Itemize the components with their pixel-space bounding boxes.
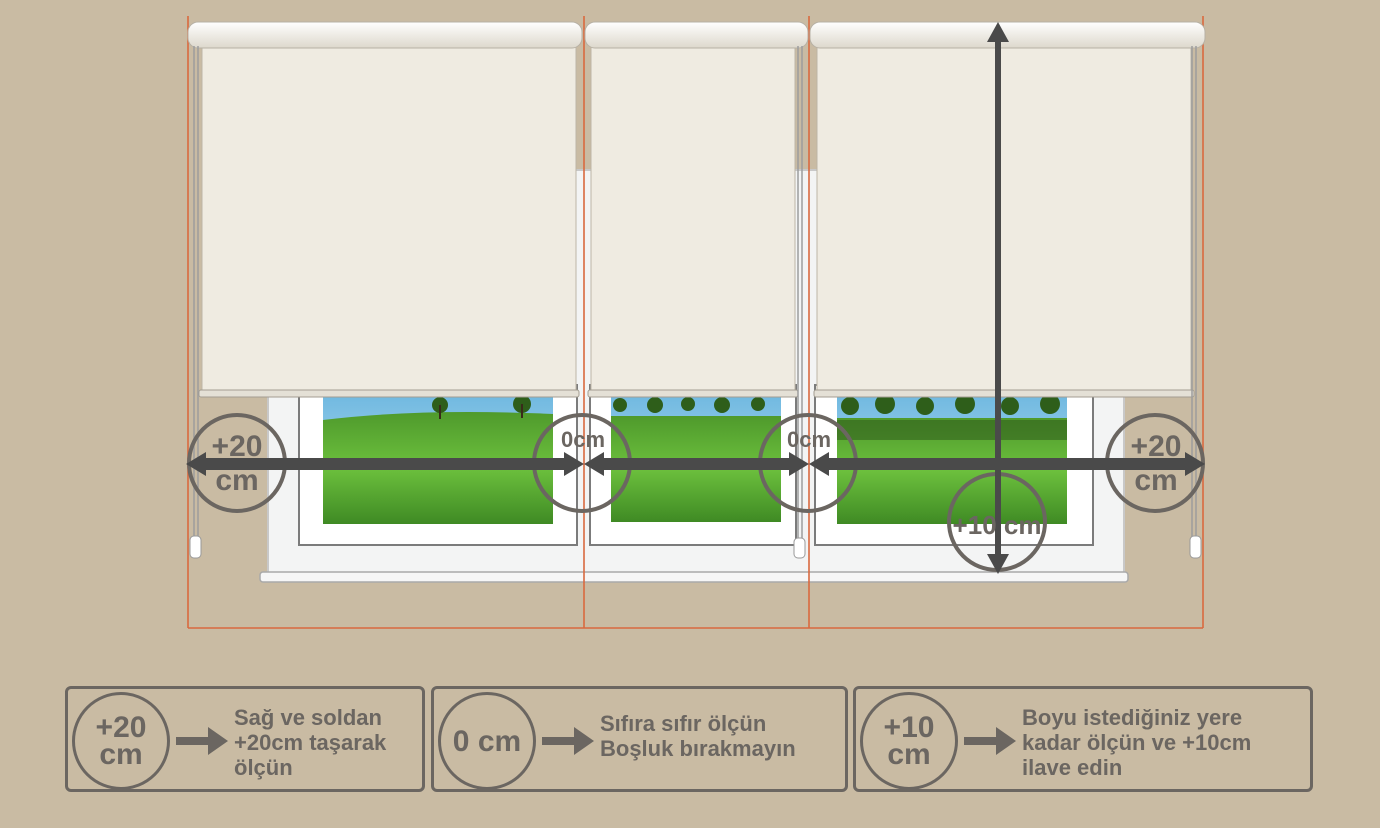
legend-circle-extend: +20 cm bbox=[72, 692, 170, 790]
arrow-right-icon bbox=[176, 727, 228, 755]
legend-circle-zero: 0 cm bbox=[438, 692, 536, 790]
chain-weight bbox=[1189, 535, 1202, 559]
window-sill bbox=[259, 571, 1129, 583]
measurement-guide-lines bbox=[187, 16, 1204, 629]
legend-circle-height: +10 cm bbox=[860, 692, 958, 790]
blind-measurement-diagram: +20 cm +20 cm 0cm 0cm +10 cm bbox=[186, 16, 1206, 629]
arrow-right-icon bbox=[964, 727, 1016, 755]
width-arrows bbox=[186, 452, 1205, 476]
legend-text-zero: Sıfıra sıfır ölçün Boşluk bırakmayın bbox=[600, 711, 796, 761]
legend-circle-line1: +20 bbox=[95, 711, 147, 744]
callout-gap1-label: 0cm bbox=[561, 427, 605, 452]
landscape-middle bbox=[611, 392, 781, 522]
roller-blind-middle bbox=[584, 21, 809, 559]
legend-item-zero: 0 cm Sıfıra sıfır ölçün Boşluk bırakmayı… bbox=[431, 686, 848, 792]
arrow-right-icon bbox=[542, 727, 594, 755]
callout-right-line1: +20 bbox=[1131, 430, 1182, 463]
callout-gap2-label: 0cm bbox=[787, 427, 831, 452]
legend-circle-line1: 0 cm bbox=[452, 724, 522, 758]
legend-item-height: +10 cm Boyu istediğiniz yere kadar ölçün… bbox=[853, 686, 1313, 792]
legend-circle-line2: cm bbox=[887, 738, 931, 771]
legend-circle-line1: +10 bbox=[883, 711, 935, 744]
callout-right-line2: cm bbox=[1134, 464, 1177, 497]
chain-weight bbox=[793, 537, 806, 559]
roller-blind-left bbox=[187, 21, 583, 559]
legend-circle-line2: cm bbox=[99, 738, 143, 771]
legend-text-height: Boyu istediğiniz yere kadar ölçün ve +10… bbox=[1022, 705, 1252, 780]
callout-height-label: +10 cm bbox=[953, 510, 1042, 540]
legend-text-extend: Sağ ve soldan +20cm taşarak ölçün bbox=[234, 705, 387, 780]
chain-weight bbox=[189, 535, 202, 559]
roller-blind-right bbox=[809, 21, 1206, 559]
callout-left-line1: +20 bbox=[212, 430, 263, 463]
callout-left-line2: cm bbox=[215, 464, 258, 497]
height-arrow bbox=[987, 22, 1009, 574]
legend-item-extend: +20 cm Sağ ve soldan +20cm taşarak ölçün bbox=[65, 686, 425, 792]
